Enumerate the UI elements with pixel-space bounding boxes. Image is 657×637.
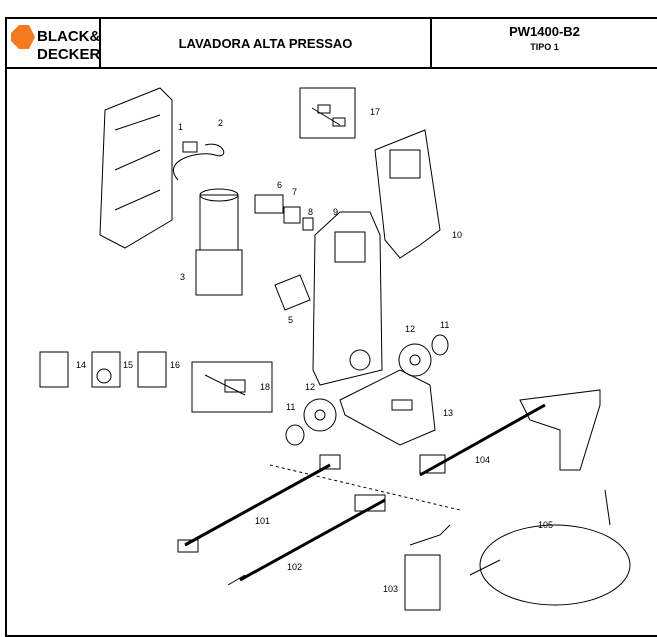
model-number: PW1400-B2 xyxy=(509,24,580,39)
callout-18: 18 xyxy=(260,382,271,392)
callout-7: 7 xyxy=(292,187,298,197)
callout-5: 5 xyxy=(288,315,294,325)
callout-104: 104 xyxy=(475,455,491,465)
bracket xyxy=(274,274,311,311)
top-cover xyxy=(374,129,441,259)
svg-text:DECKER: DECKER xyxy=(37,46,100,63)
exploded-parts-drawing xyxy=(39,87,631,611)
callout-9: 9 xyxy=(333,207,339,217)
hose-105 xyxy=(469,489,631,606)
motor-pump xyxy=(195,188,243,296)
detergent-bottle-103 xyxy=(404,524,451,611)
callout-102: 102 xyxy=(287,562,303,572)
wheel-left xyxy=(285,398,337,446)
callout-11: 11 xyxy=(440,320,450,330)
gun-104 xyxy=(419,389,601,477)
callout-8: 8 xyxy=(308,207,314,217)
page-title: LAVADORA ALTA PRESSAO xyxy=(178,35,353,51)
callout-12: 12 xyxy=(305,382,316,392)
lance-102 xyxy=(227,494,386,586)
callout-13: 13 xyxy=(443,408,454,418)
front-housing xyxy=(312,211,383,386)
callout-15: 15 xyxy=(123,360,134,370)
callout-6: 6 xyxy=(277,180,283,190)
filter-box xyxy=(299,87,356,139)
header-divider xyxy=(430,17,432,69)
callout-17: 17 xyxy=(370,107,381,117)
svg-text:BLACK&: BLACK& xyxy=(37,28,100,45)
wheel-right xyxy=(398,334,449,377)
brand-logo: BLACK& DECKER xyxy=(11,25,100,63)
header xyxy=(5,17,657,69)
callout-12: 12 xyxy=(405,324,416,334)
callout-11: 11 xyxy=(286,402,296,412)
callout-105: 105 xyxy=(538,520,554,530)
callout-16: 16 xyxy=(170,360,181,370)
model-type: TIPO 1 xyxy=(530,42,559,52)
base xyxy=(339,369,436,446)
switch-parts xyxy=(254,194,314,231)
power-cord xyxy=(173,141,225,181)
callout-101: 101 xyxy=(255,516,271,526)
callout-2: 2 xyxy=(218,118,224,128)
callout-14: 14 xyxy=(76,360,87,370)
header-divider xyxy=(99,17,101,69)
callout-1: 1 xyxy=(178,122,184,132)
callout-103: 103 xyxy=(383,584,399,594)
callout-3: 3 xyxy=(180,272,186,282)
lance-101 xyxy=(177,454,341,553)
rear-housing xyxy=(99,87,173,249)
nozzle-kit-box xyxy=(191,361,273,413)
accessory-bags xyxy=(39,351,167,388)
callout-10: 10 xyxy=(452,230,463,240)
